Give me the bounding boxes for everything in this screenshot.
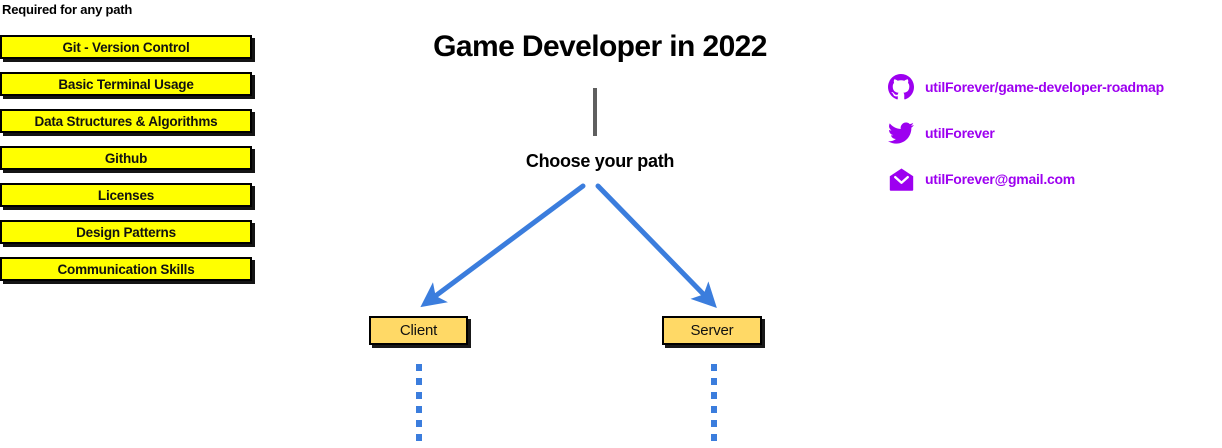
dot [416, 406, 422, 413]
dot [711, 364, 717, 371]
link-label: utilForever@gmail.com [925, 171, 1075, 187]
branch-arrows [420, 183, 717, 309]
skill-label: Basic Terminal Usage [58, 76, 194, 92]
required-skills-list: Git - Version Control Basic Terminal Usa… [0, 35, 262, 281]
contact-links-section: utilForever/game-developer-roadmap utilF… [886, 72, 1222, 210]
required-skills-section: Required for any path Git - Version Cont… [0, 0, 262, 294]
path-box-server[interactable]: Server [662, 316, 762, 345]
dot [711, 420, 717, 427]
arrow-to-server [595, 183, 717, 309]
link-row-twitter[interactable]: utilForever [886, 118, 1222, 148]
skill-box-terminal[interactable]: Basic Terminal Usage [0, 72, 252, 96]
skill-box-github[interactable]: Github [0, 146, 252, 170]
skill-label: Data Structures & Algorithms [34, 113, 218, 129]
dot [711, 406, 717, 413]
link-label: utilForever/game-developer-roadmap [925, 79, 1164, 95]
required-heading: Required for any path [2, 2, 133, 17]
skill-label: Git - Version Control [62, 39, 190, 55]
dotted-tail-client [416, 364, 422, 448]
link-row-github[interactable]: utilForever/game-developer-roadmap [886, 72, 1222, 102]
skill-label: Communication Skills [57, 261, 195, 277]
dot [416, 364, 422, 371]
link-label: utilForever [925, 125, 995, 141]
arrow-to-client [420, 183, 586, 308]
dot [416, 378, 422, 385]
roadmap-diagram: Game Developer in 2022 Choose your path … [330, 0, 870, 441]
path-label: Server [690, 322, 734, 339]
dot [416, 392, 422, 399]
dot [416, 434, 422, 441]
choose-path-label: Choose your path [525, 151, 675, 171]
skill-box-design-patterns[interactable]: Design Patterns [0, 220, 252, 244]
path-box-client[interactable]: Client [369, 316, 468, 345]
link-row-email[interactable]: utilForever@gmail.com [886, 164, 1222, 194]
dotted-tail-server [711, 364, 717, 448]
skill-label: Design Patterns [76, 224, 176, 240]
skill-box-git[interactable]: Git - Version Control [0, 35, 252, 59]
skill-box-licenses[interactable]: Licenses [0, 183, 252, 207]
github-icon [886, 72, 916, 102]
dot [416, 420, 422, 427]
dot [711, 392, 717, 399]
page-title: Game Developer in 2022 [433, 30, 767, 63]
skill-label: Github [104, 150, 148, 166]
email-icon [886, 164, 916, 194]
dot [711, 378, 717, 385]
skill-box-communication[interactable]: Communication Skills [0, 257, 252, 281]
trunk-connector-line [593, 88, 597, 136]
skill-label: Licenses [97, 187, 155, 203]
skill-box-data-structures[interactable]: Data Structures & Algorithms [0, 109, 252, 133]
twitter-icon [886, 118, 916, 148]
path-label: Client [399, 322, 438, 339]
dot [711, 434, 717, 441]
